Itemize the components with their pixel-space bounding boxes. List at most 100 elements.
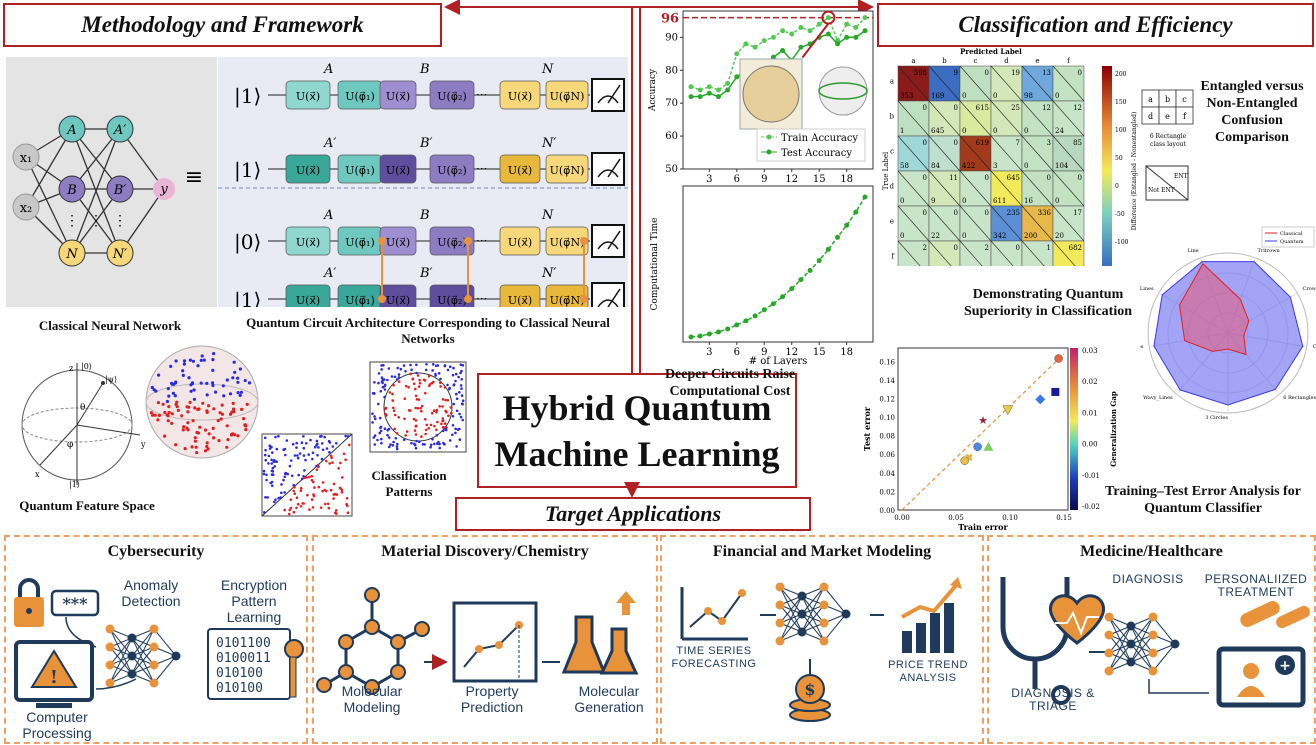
- circ-point: [446, 383, 449, 387]
- bloch-theta: θ: [80, 403, 85, 413]
- sphere-point: [188, 358, 192, 362]
- sphere-point: [195, 451, 199, 455]
- circ-point: [461, 364, 465, 367]
- time-xtick-label: 18: [840, 347, 853, 358]
- ket-2: |0⟩: [234, 230, 261, 255]
- cm-diag: [959, 135, 992, 172]
- gate-label-3-1: U(φ⃗₁): [345, 294, 375, 307]
- sphere-point: [243, 423, 247, 427]
- circ-point: [374, 417, 377, 421]
- circ-point: [372, 391, 376, 395]
- heart-icon: [1049, 594, 1105, 645]
- circ-point: [391, 399, 395, 402]
- diag-point: [292, 489, 295, 493]
- circ-point: [432, 409, 436, 412]
- cm-lower-value: 0: [1055, 197, 1059, 205]
- time-point: [761, 307, 767, 313]
- sphere-point: [161, 402, 165, 406]
- circ-point: [436, 420, 439, 424]
- sphere-point: [174, 402, 178, 407]
- nn-edge: [109, 637, 133, 666]
- err-xtick: 0.00: [894, 514, 910, 522]
- cm-upper-value: 0: [985, 174, 989, 182]
- sphere-point: [194, 445, 198, 449]
- acc-point: [688, 84, 694, 90]
- diag-point: [328, 451, 331, 454]
- err-point: [1054, 354, 1063, 363]
- diag-point: [335, 442, 338, 445]
- sphere-point: [182, 359, 187, 363]
- center-title-line2: Machine Learning: [494, 433, 780, 474]
- time-point: [743, 318, 749, 324]
- sphere-point: [203, 449, 208, 453]
- err-ytick: 0.16: [879, 358, 895, 366]
- sphere-point: [157, 413, 161, 417]
- anomaly-label: Anomaly Detection: [121, 577, 181, 609]
- diag-point: [295, 446, 298, 449]
- circ-point: [427, 375, 431, 378]
- gate-label-0-5: U(φ⃗N): [550, 90, 585, 103]
- time-xtick-label: 15: [813, 347, 826, 358]
- circ-point: [447, 414, 450, 417]
- cm-title: Predicted Label: [960, 47, 1022, 56]
- circ-point: [435, 410, 438, 414]
- nn-edge: [1130, 616, 1154, 645]
- diag-point: [286, 472, 289, 476]
- diag-point: [323, 435, 326, 439]
- circ-point: [412, 417, 416, 421]
- nn-edge: [1130, 634, 1154, 663]
- circ-point: [439, 377, 442, 381]
- sphere-point: [199, 358, 203, 362]
- entangle-top-0: [378, 237, 386, 245]
- equivalence-sign: ≡: [185, 165, 203, 190]
- measure-arc-2: [597, 241, 619, 250]
- circ-point: [424, 368, 428, 372]
- circ-point: [391, 392, 394, 396]
- sphere-point: [163, 410, 167, 415]
- gate-1-5: [545, 154, 589, 184]
- circ-point: [392, 406, 395, 410]
- circ-point: [451, 373, 455, 377]
- ket-1: |1⟩: [234, 158, 261, 183]
- cm-lower-value: 0: [900, 197, 904, 205]
- sphere-point: [205, 444, 209, 449]
- cm-col-label: a: [911, 57, 915, 65]
- sphere-point: [157, 373, 161, 377]
- circ-point: [407, 409, 411, 412]
- cm-colorbar-tick: 200: [1115, 71, 1127, 78]
- sphere-point: [225, 445, 229, 449]
- acc-point: [715, 94, 721, 100]
- not-ent-label: Not ENT: [1148, 187, 1175, 194]
- circ-point: [396, 366, 399, 370]
- sphere-point: [163, 434, 167, 438]
- ent-diag: [1145, 165, 1189, 201]
- sphere-point: [231, 376, 235, 380]
- circ-point: [384, 407, 387, 411]
- radar-legend-classical: Classical: [1280, 231, 1303, 237]
- nn-node: [105, 624, 115, 634]
- acc-point: [844, 21, 850, 27]
- diag-point: [325, 447, 329, 450]
- circ-point: [399, 367, 403, 371]
- circ-point: [377, 402, 380, 406]
- circ-point: [404, 384, 408, 388]
- diag-point: [338, 486, 342, 490]
- time-ylabel: Computational Time: [650, 218, 660, 311]
- cm-diag: [1021, 170, 1054, 207]
- cm-upper-value: 615: [976, 104, 989, 112]
- gate-label-0-0: U(x⃗): [296, 90, 320, 103]
- time-point: [835, 234, 841, 240]
- diag-point: [264, 458, 267, 462]
- timeseries-label: TIME SERIES FORECASTING: [671, 645, 757, 670]
- circ-point: [441, 398, 445, 401]
- radar-legend-quantum: Quantum: [1280, 239, 1304, 245]
- acc-point: [798, 44, 804, 50]
- diag-point: [295, 496, 299, 499]
- cm-lower-value: 22: [931, 232, 940, 240]
- diag-point: [264, 496, 267, 499]
- cm-lower-value: 0: [962, 197, 966, 205]
- encryption-label: Encryption Pattern Learning: [220, 577, 288, 625]
- circ-point: [394, 437, 398, 440]
- medicine-illustration: +: [1000, 577, 1310, 708]
- time-xtick-label: 6: [734, 347, 740, 358]
